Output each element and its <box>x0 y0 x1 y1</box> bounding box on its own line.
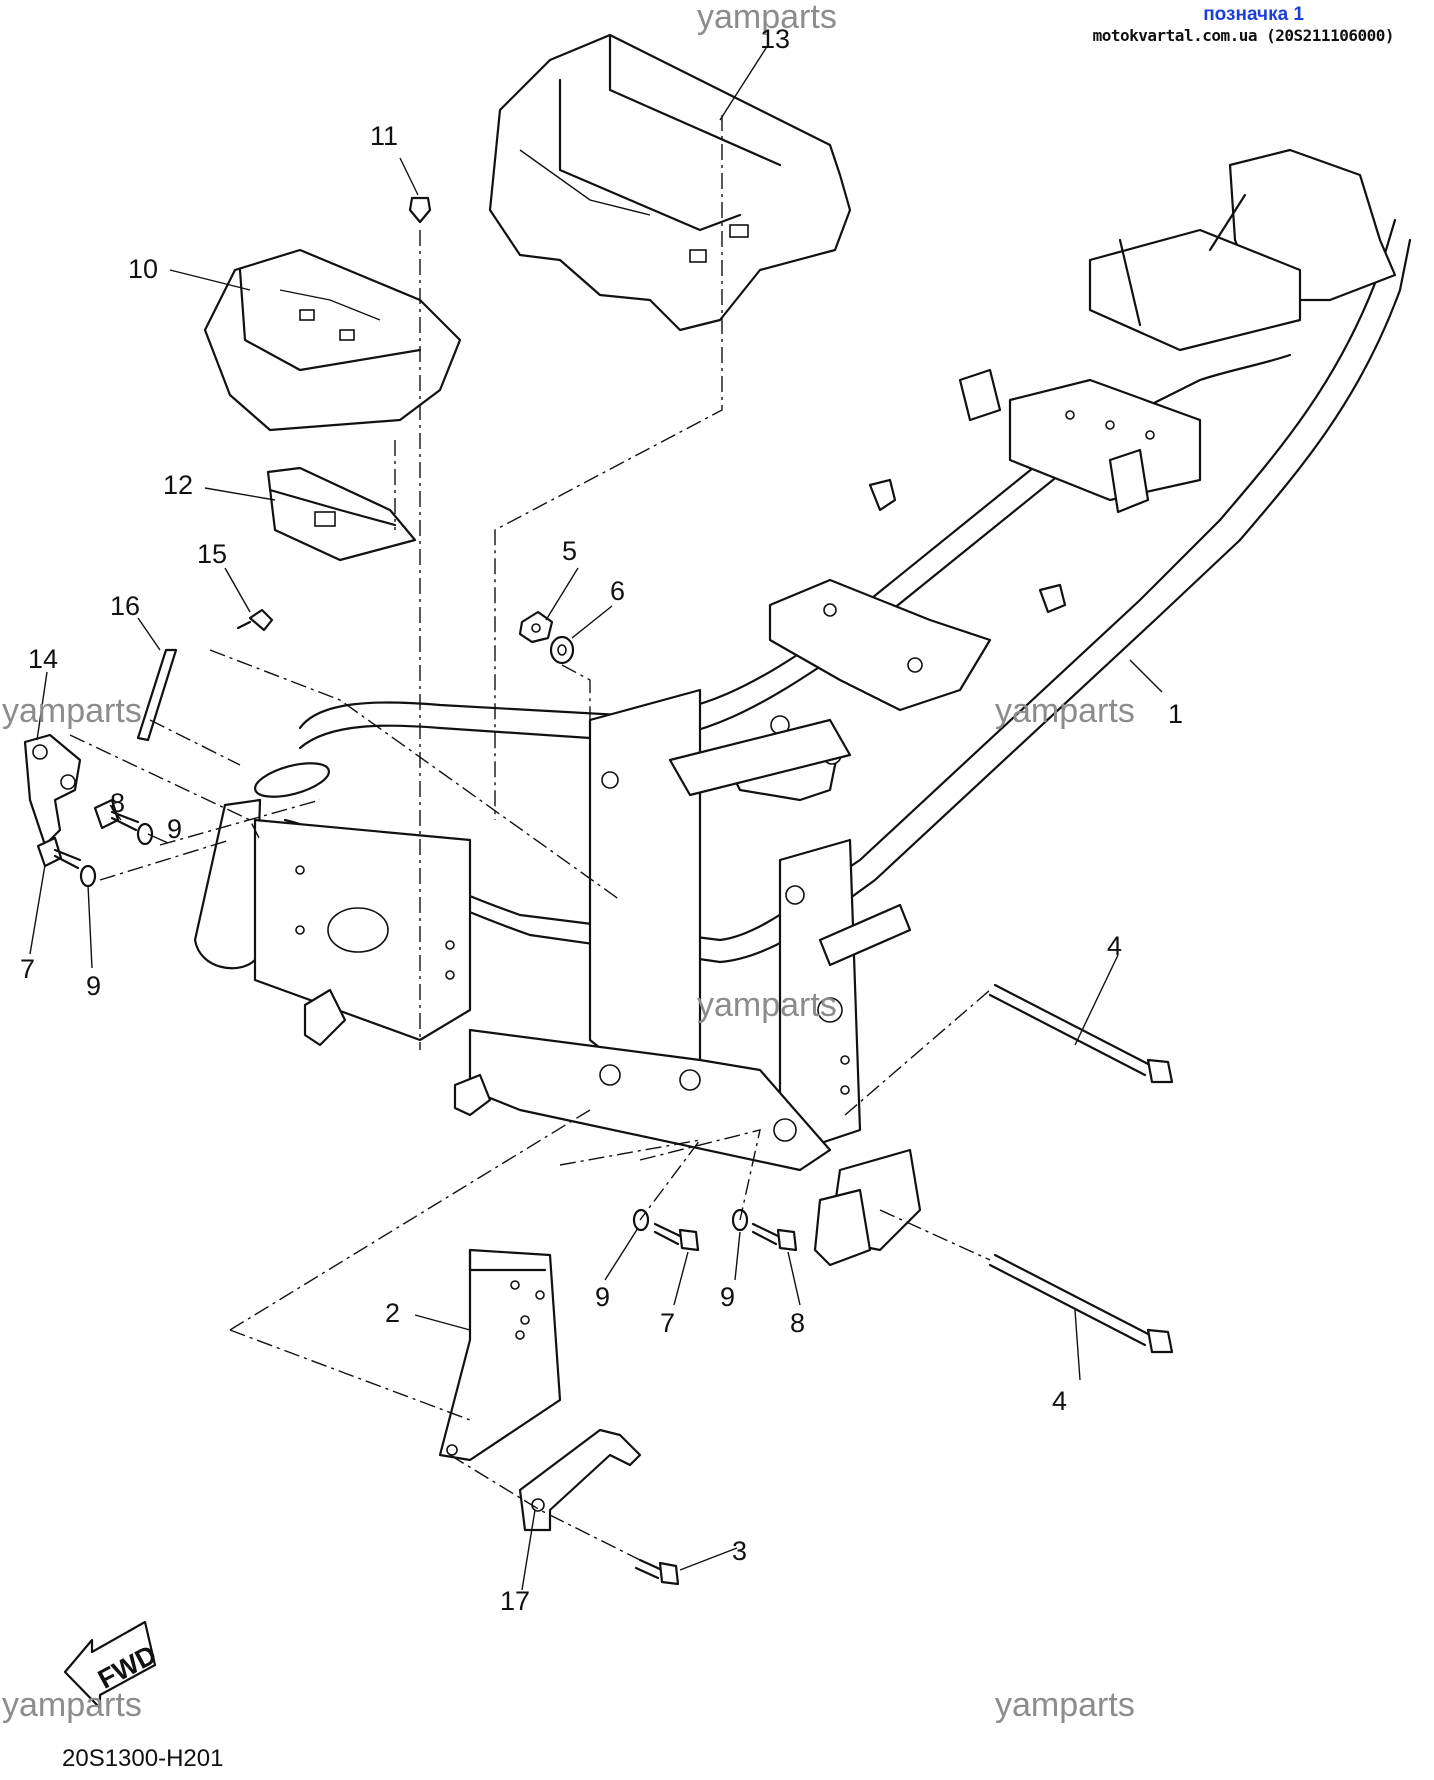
callout-9-mid-b: 9 <box>720 1282 735 1312</box>
callout-9-left-lower: 9 <box>86 971 101 1001</box>
callout-13: 13 <box>760 24 790 54</box>
callout-2: 2 <box>385 1298 400 1328</box>
callout-4-upper: 4 <box>1107 931 1122 961</box>
callout-17: 17 <box>500 1586 530 1616</box>
page-tag-link[interactable]: позначка 1 <box>1203 4 1304 25</box>
callout-9-left-upper: 9 <box>167 814 182 844</box>
callout-7-mid: 7 <box>660 1308 675 1338</box>
callout-1: 1 <box>1168 699 1183 729</box>
part-10-cover <box>203 248 462 432</box>
callout-5: 5 <box>562 536 577 566</box>
left-washer-9-upper <box>136 822 154 846</box>
long-bolt-4-lower <box>988 1253 1174 1354</box>
callout-8-left: 8 <box>110 788 125 818</box>
part-3-bolt <box>634 1558 680 1586</box>
mid-bolt-8 <box>751 1222 798 1252</box>
long-bolt-4-upper <box>988 983 1174 1084</box>
left-washer-9-lower <box>79 864 97 888</box>
leader-lines <box>29 44 1163 1591</box>
callout-14: 14 <box>28 644 58 674</box>
callout-12: 12 <box>163 470 193 500</box>
callout-16: 16 <box>110 591 140 621</box>
watermark-right: yamparts <box>995 692 1135 730</box>
watermark-center: yamparts <box>697 986 837 1024</box>
watermark-bottom-left: yamparts <box>2 1686 142 1724</box>
callout-15: 15 <box>197 539 227 569</box>
callout-3: 3 <box>732 1536 747 1566</box>
callout-4-lower: 4 <box>1052 1386 1067 1416</box>
callout-10: 10 <box>128 254 158 284</box>
part-17-bracket <box>518 1428 642 1532</box>
assembly-lines <box>69 115 991 1561</box>
part-15-bolt <box>236 608 274 632</box>
part-2-plate <box>438 1248 562 1462</box>
part-12-bracket <box>266 466 417 562</box>
part-5-nut <box>518 610 554 644</box>
part-14-bracket <box>23 733 82 847</box>
callout-7-left: 7 <box>20 954 35 984</box>
diagram-code: 20S1300-H201 <box>62 1745 223 1772</box>
callout-6: 6 <box>610 576 625 606</box>
left-bolt-7 <box>36 836 82 870</box>
callout-9-mid-a: 9 <box>595 1282 610 1312</box>
main-frame <box>193 148 1412 1267</box>
watermark-bottom-right: yamparts <box>995 1686 1135 1724</box>
watermark-top: yamparts <box>697 0 837 36</box>
callout-8-mid: 8 <box>790 1308 805 1338</box>
source-site-label: motokvartal.com.ua (20S211106000) <box>1092 26 1395 45</box>
watermark-left: yamparts <box>2 692 142 730</box>
part-16-strip <box>136 648 178 742</box>
part-13-cover <box>488 33 852 332</box>
part-11-rivet <box>408 196 432 224</box>
part-6-washer <box>549 635 575 665</box>
callout-11: 11 <box>370 121 398 151</box>
mid-bolt-7 <box>653 1222 700 1252</box>
